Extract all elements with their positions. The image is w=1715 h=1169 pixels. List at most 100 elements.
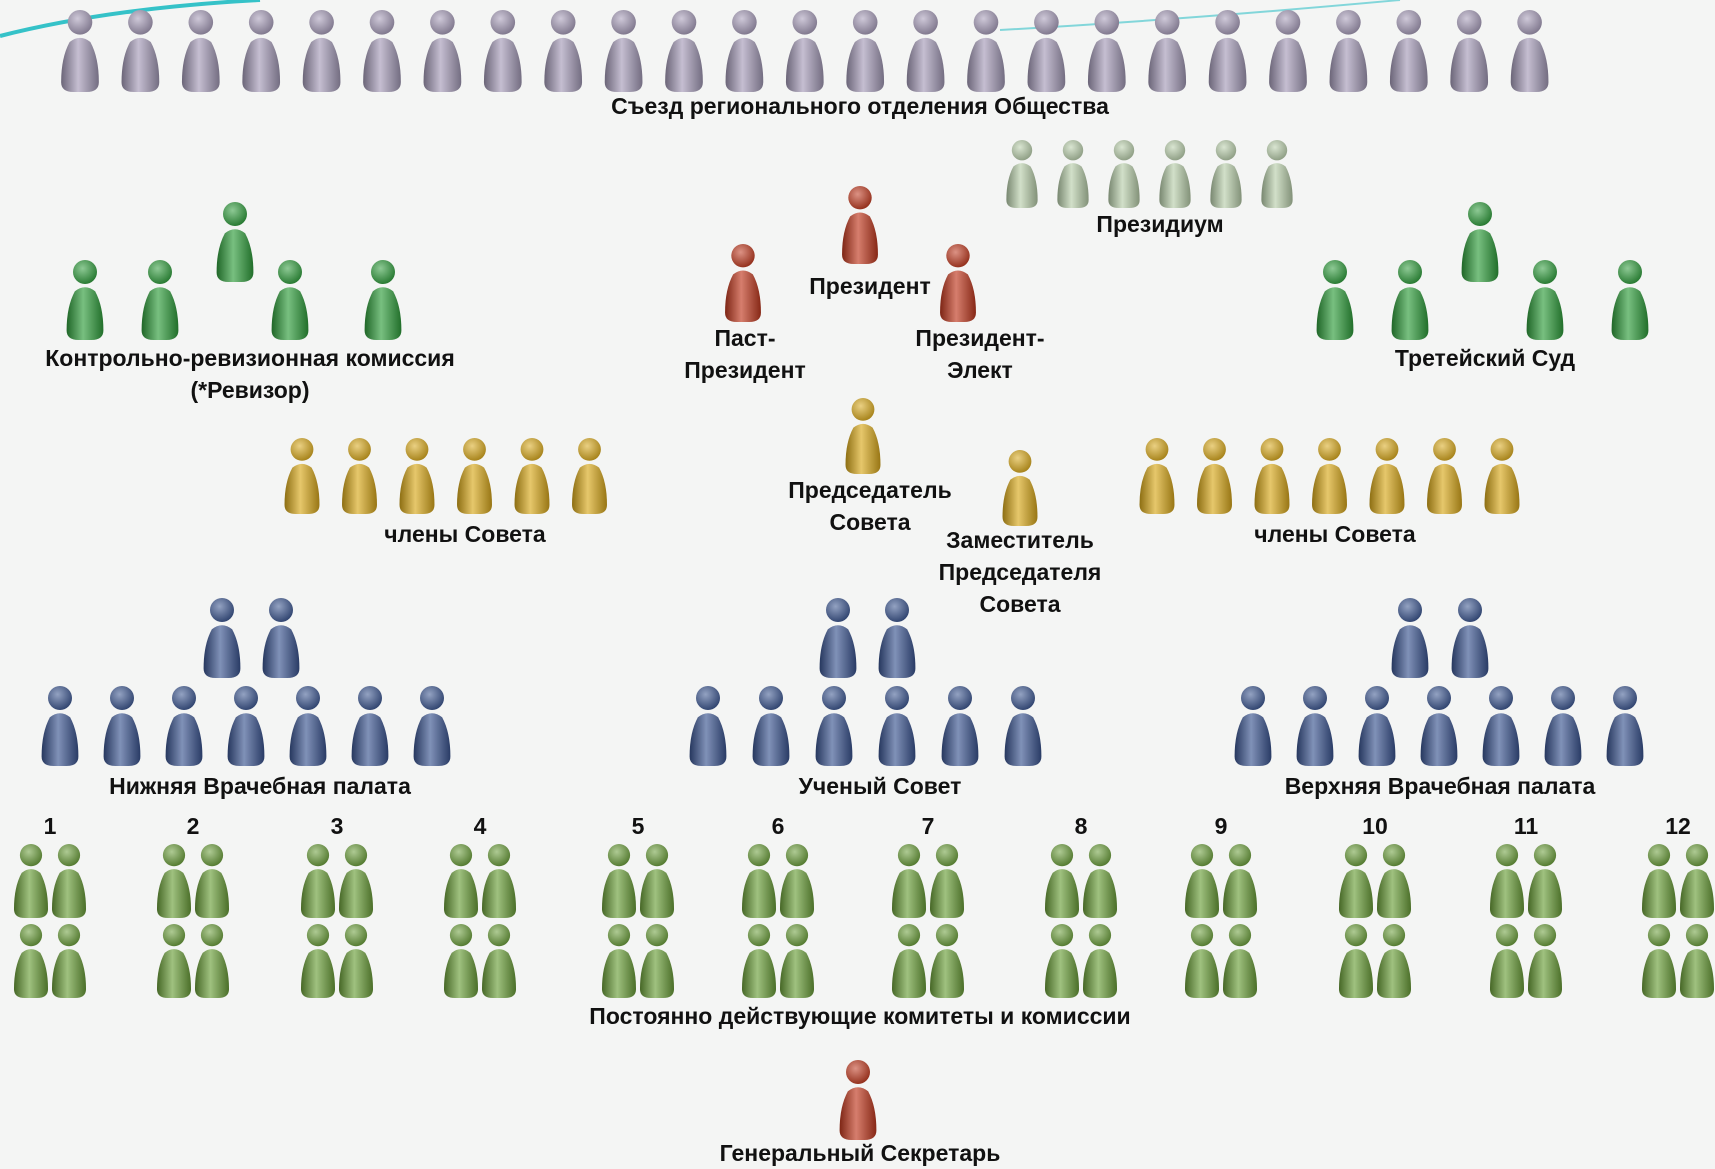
committee-number-5: 5 [631, 813, 645, 839]
council-members-right-label: члены Совета [1254, 521, 1416, 547]
person-icon [364, 260, 402, 340]
council-members-left-label: члены Совета [384, 521, 546, 547]
person-icon [457, 438, 492, 514]
person-icon [845, 398, 881, 474]
person-icon [1316, 260, 1354, 340]
person-icon [1004, 686, 1042, 766]
person-icon [1376, 844, 1412, 918]
person-icon [1358, 686, 1396, 766]
person-icon [785, 9, 824, 92]
person-icon [906, 9, 945, 92]
person-icon [1057, 140, 1089, 208]
person-icon [423, 9, 462, 92]
person-icon [1139, 438, 1175, 514]
committee-number-9: 9 [1214, 813, 1228, 839]
person-icon [342, 438, 377, 514]
person-icon [967, 9, 1005, 92]
person-icon [284, 438, 320, 514]
person-icon [604, 9, 643, 92]
person-icon [601, 844, 637, 918]
person-icon [1391, 260, 1429, 340]
person-icon [1450, 9, 1489, 92]
person-icon [1482, 686, 1520, 766]
person-icon [61, 9, 99, 92]
president-label: Президент [809, 273, 931, 299]
person-icon [1044, 844, 1080, 918]
person-icon [1108, 140, 1140, 208]
person-icon [338, 844, 374, 918]
person-icon [1527, 924, 1563, 998]
person-icon [1329, 9, 1368, 92]
person-icon [338, 924, 374, 998]
person-icon [1296, 686, 1334, 766]
person-icon [141, 260, 179, 340]
person-icon [544, 9, 583, 92]
person-icon [13, 844, 49, 918]
person-icon [194, 844, 230, 918]
person-icon [779, 844, 815, 918]
person-icon [639, 844, 675, 918]
person-icon [601, 924, 637, 998]
person-icon [689, 686, 727, 766]
person-icon [815, 686, 853, 766]
past-president-label: Паст- Президент [684, 325, 806, 383]
person-icon [1261, 140, 1293, 208]
person-icon [1484, 438, 1520, 514]
person-icon [1376, 924, 1412, 998]
person-icon [665, 9, 703, 92]
person-icon [1606, 686, 1644, 766]
person-icon [156, 844, 192, 918]
person-icon [1420, 686, 1458, 766]
person-icon [1234, 686, 1272, 766]
person-icon [842, 186, 878, 264]
person-icon [227, 686, 265, 766]
academic-council-label: Ученый Совет [798, 773, 962, 799]
person-icon [1222, 844, 1258, 918]
committee-number-4: 4 [473, 813, 487, 839]
person-icon [1679, 924, 1715, 998]
person-icon [121, 9, 160, 92]
person-icon [481, 844, 517, 918]
person-icon [725, 9, 764, 92]
person-icon [51, 844, 87, 918]
person-icon [846, 9, 885, 92]
person-icon [300, 924, 336, 998]
person-icon [1427, 438, 1462, 514]
person-icon [941, 686, 979, 766]
person-icon [1641, 844, 1677, 918]
person-icon [363, 9, 401, 92]
person-icon [1312, 438, 1347, 514]
person-icon [1451, 598, 1489, 678]
person-icon [891, 844, 927, 918]
person-icon [1269, 9, 1307, 92]
person-icon [351, 686, 389, 766]
person-icon [242, 9, 281, 92]
committee-number-11: 11 [1513, 813, 1539, 839]
person-icon [1184, 924, 1220, 998]
committee-number-7: 7 [921, 813, 935, 839]
person-icon [1002, 450, 1038, 526]
person-icon [1208, 9, 1247, 92]
person-icon [1222, 924, 1258, 998]
council-deputy-label: Заместитель Председателя Совета [938, 527, 1102, 617]
president-elect-label: Президент- Элект [915, 325, 1045, 383]
committee-number-12: 12 [1665, 813, 1691, 839]
person-icon [399, 438, 435, 514]
person-icon [1641, 924, 1677, 998]
person-icon [300, 844, 336, 918]
council-chair-label: Председатель Совета [788, 477, 952, 535]
audit-commission-label: Контрольно-ревизионная комиссия (*Ревизо… [45, 345, 455, 403]
person-icon [1369, 438, 1405, 514]
person-icon [779, 924, 815, 998]
person-icon [1006, 140, 1038, 208]
arbitration-court-label: Третейский Суд [1394, 345, 1576, 371]
person-icon [194, 924, 230, 998]
person-icon [839, 1060, 877, 1140]
person-icon [443, 924, 479, 998]
person-icon [66, 260, 104, 340]
person-icon [271, 260, 309, 340]
person-icon [1489, 924, 1525, 998]
person-icon [1159, 140, 1191, 208]
person-icon [891, 924, 927, 998]
